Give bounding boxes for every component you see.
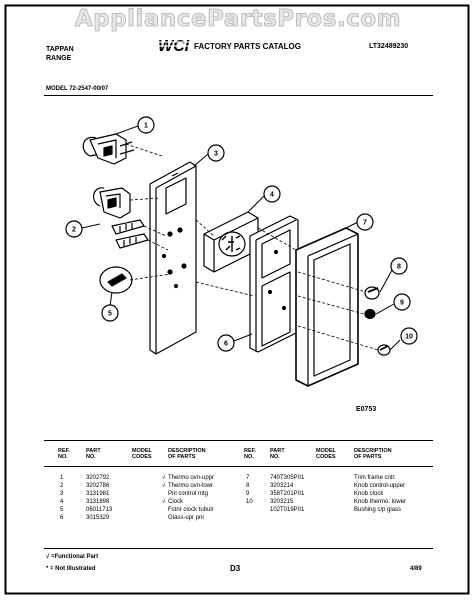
right-desc-column: Trim frame cntr. Knob control-upper Knob… (354, 474, 406, 514)
trim-frame-part (295, 227, 359, 387)
callout-1: 1 (144, 123, 148, 130)
wci-logo: WCI (157, 37, 191, 58)
table-header-rule (44, 466, 433, 467)
table-row-description: Trim frame cntr. (354, 475, 396, 481)
product-type: RANGE (46, 55, 72, 62)
figure-id: E0753 (356, 406, 376, 413)
table-row-part: 3202786 (86, 483, 110, 489)
table-row-ref: 5 (60, 507, 64, 513)
callout-7: 7 (363, 220, 367, 227)
table-row-part: 102T019P01 (270, 507, 305, 513)
header-ref-no-right: REF.NO. (244, 448, 256, 461)
table-row-description: Thermo ovn-lowr (168, 483, 214, 489)
header-ref-no: REF.NO. (58, 448, 70, 461)
table-row-description: Thermo ovn-uppr (168, 475, 215, 481)
catalog-number: LT32489230 (369, 43, 409, 50)
catalog-title: FACTORY PARTS CATALOG (194, 42, 301, 51)
table-row-description: Pnl control mtg (168, 491, 209, 497)
left-part-column: 3202792 3202786 3131981 3131898 06011713… (86, 474, 112, 522)
table-row-ref: 9 (246, 491, 250, 497)
table-row-ref: 8 (246, 483, 250, 489)
thermostat-lower-part (93, 187, 149, 249)
table-row-ref: 3 (60, 491, 64, 497)
table-row-part: 3202792 (86, 475, 110, 481)
table-row-part: 358T201P01 (270, 491, 305, 497)
clock-knob-part (364, 308, 376, 320)
brand-name: TAPPAN (46, 46, 74, 53)
fastener-clip-part (99, 266, 133, 294)
table-row-part: 3203214 (270, 483, 294, 489)
callout-5: 5 (108, 311, 112, 318)
table-row-ref: 2 (60, 483, 64, 489)
table-top-rule (44, 440, 433, 441)
callout-10: 10 (405, 334, 413, 341)
table-row-part: 3131898 (86, 499, 110, 505)
table-row-ref (246, 506, 253, 514)
callout-8: 8 (397, 264, 401, 271)
functional-mark: √ (162, 475, 166, 481)
panel-glass-part (249, 215, 299, 353)
thermostat-upper-part (82, 133, 135, 165)
table-row-ref: 10 (246, 499, 253, 505)
table-row-description: Knob thermo. lower (354, 499, 407, 505)
callout-3: 3 (214, 151, 218, 158)
legend-not-illustrated: * = Not Illustrated (46, 566, 96, 572)
functional-mark: √ (162, 499, 166, 505)
thermo-knob-lower-part (377, 344, 391, 356)
legend-functional-part: √ =Functional Part (46, 554, 99, 560)
table-row-part: 06011713 (86, 507, 113, 513)
right-part-column: 740T305P01 3203214 358T201P01 3203215 10… (270, 474, 304, 514)
table-row-part: 3015329 (86, 515, 110, 521)
table-row-description: Glass-upr pnl (168, 515, 204, 521)
functional-mark: √ (162, 483, 166, 489)
table-row-ref: 1 (60, 475, 64, 481)
callout-6: 6 (224, 341, 228, 348)
left-desc-column: Thermo ovn-uppr Thermo ovn-lowr Pnl cont… (168, 474, 214, 522)
functional-mark (162, 506, 165, 514)
table-row-description: Bushing c/p glass (354, 507, 402, 513)
table-row-part: 3131981 (86, 491, 110, 497)
callout-2: 2 (72, 227, 76, 234)
functional-mark (162, 490, 165, 498)
parts-diagram: 1 2 3 4 5 6 7 8 9 10 E0753 (65, 116, 418, 413)
table-row-description: Fstnr clock tubulr (168, 507, 214, 513)
table-row-description: Clock (168, 499, 184, 505)
table-row-ref: 7 (246, 475, 250, 481)
table-row-part: 3203215 (270, 499, 294, 505)
site-watermark: AppliancePartsPros.com (74, 6, 402, 33)
logo-mark: WCI (157, 37, 191, 55)
table-row-description: Knob clock (354, 491, 384, 497)
footer-rule (44, 548, 433, 549)
table-row-part: 740T305P01 (270, 475, 305, 481)
header-rule (44, 95, 433, 96)
callout-4: 4 (270, 192, 274, 199)
left-ref-column: 1 2 3 4 5 6 (60, 474, 63, 522)
model-line: MODEL 72-2547-00/07 (46, 86, 109, 92)
control-knob-upper-part (364, 286, 380, 300)
revision-date: 4/89 (410, 566, 422, 572)
callout-9: 9 (400, 300, 404, 307)
page-code: D3 (230, 564, 241, 573)
table-row-description: Knob control-upper (354, 483, 406, 489)
table-row-ref: 4 (60, 499, 64, 505)
control-panel-mount-part (149, 161, 197, 355)
left-mark-column: √ √ √ (162, 474, 165, 522)
right-ref-column: 7 8 9 10 (246, 474, 253, 514)
table-row-ref: 6 (60, 515, 64, 521)
functional-mark (162, 514, 165, 522)
